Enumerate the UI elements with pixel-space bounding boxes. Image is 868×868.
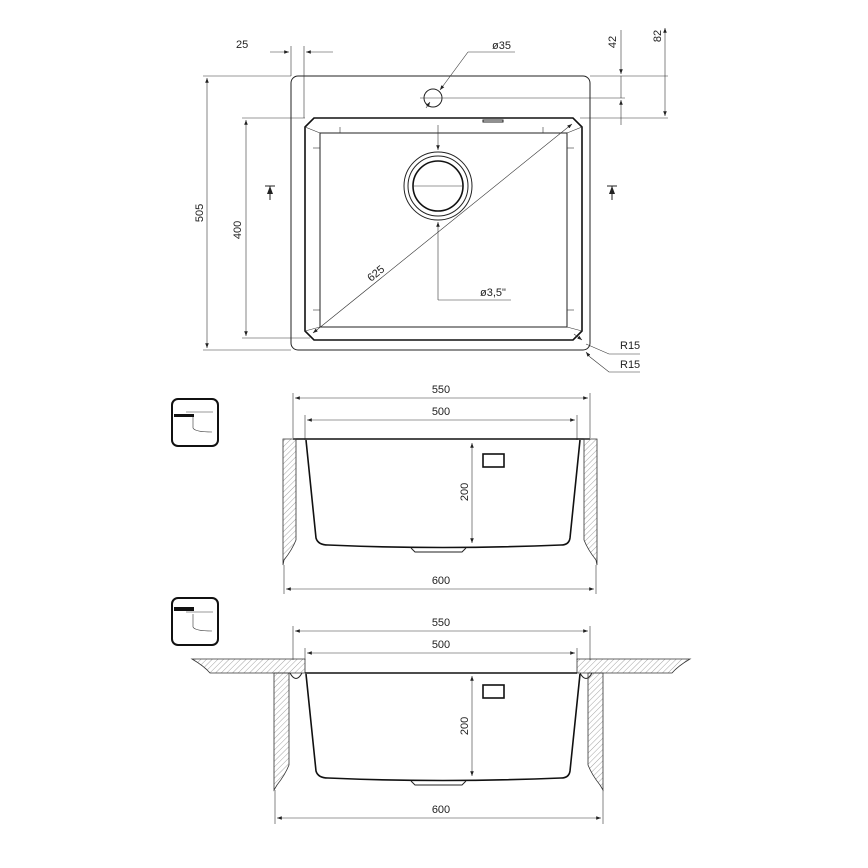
dim-550: 550 [432, 384, 450, 396]
dim-25: 25 [236, 39, 248, 51]
dim-500: 500 [432, 406, 450, 418]
overflow [482, 453, 505, 468]
countertop-left [190, 658, 306, 674]
flush-mount-icon [171, 398, 219, 447]
sink-outline [290, 75, 591, 351]
bowl-profile [305, 673, 581, 782]
cabinet-wall-right [587, 672, 604, 792]
dim-82: 82 [652, 30, 664, 42]
overflow [482, 684, 505, 699]
section-flush: 550 500 200 600 [171, 384, 598, 594]
dim-625: 625 [365, 263, 387, 284]
bowl-profile [305, 439, 581, 549]
dim-42: 42 [607, 36, 619, 48]
dim-radius-outer: R15 [620, 359, 640, 371]
cabinet-wall-left [273, 672, 290, 792]
drain [403, 151, 473, 221]
dim-600: 600 [432, 804, 450, 816]
countertop-right [576, 658, 692, 674]
bowl-outline [304, 117, 583, 341]
dim-200: 200 [459, 483, 471, 501]
section-mark-right [607, 185, 617, 200]
dim-600: 600 [432, 575, 450, 587]
cabinet-wall-right [583, 438, 598, 566]
dim-550: 550 [432, 617, 450, 629]
section-mark-left [265, 185, 275, 200]
dim-radius-inner: R15 [620, 340, 640, 352]
dim-tap-hole: ø35 [492, 40, 511, 52]
top-view: 505 400 25 ø35 42 82 625 ø3,5" R15 R15 [194, 27, 668, 373]
section-undermount: 550 500 200 600 [171, 597, 692, 824]
undermount-icon [171, 597, 219, 646]
cabinet-wall-left [282, 438, 297, 566]
dim-505: 505 [194, 204, 206, 222]
dim-400: 400 [232, 221, 244, 239]
dim-200: 200 [459, 717, 471, 735]
dim-drain: ø3,5" [480, 287, 506, 299]
dim-500: 500 [432, 639, 450, 651]
